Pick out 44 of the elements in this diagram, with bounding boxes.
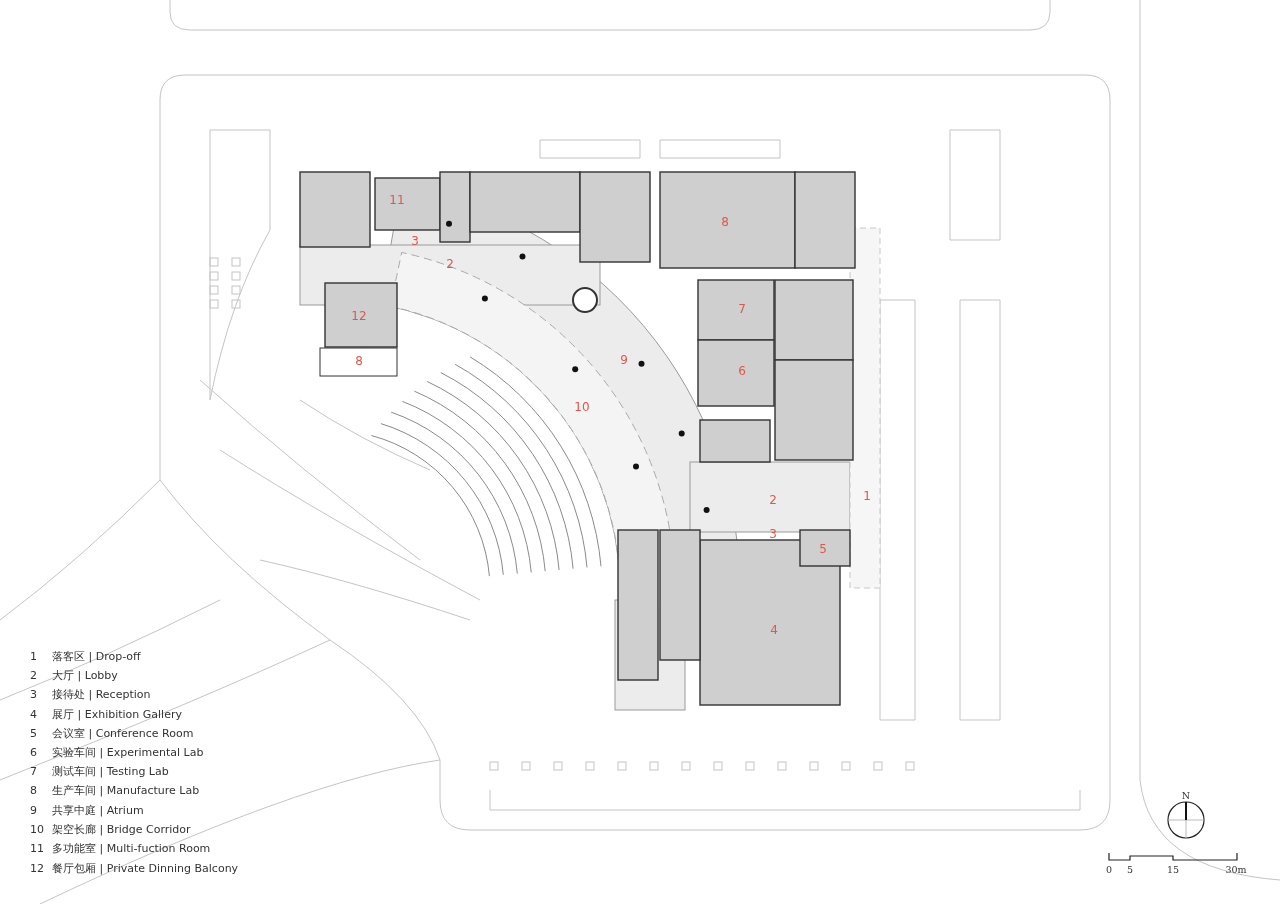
legend-text: 落客区 | Drop-off (52, 650, 141, 662)
legend-number: 11 (30, 842, 44, 854)
scale-label: 15 (1166, 865, 1180, 875)
room-number: 8 (355, 355, 363, 367)
legend-text: 实验车间 | Experimental Lab (52, 746, 204, 758)
legend-number: 5 (30, 727, 37, 739)
legend-text: 测试车间 | Testing Lab (52, 765, 169, 777)
room-number: 11 (389, 194, 405, 206)
room-number: 5 (819, 543, 827, 555)
room-number: 2 (446, 258, 454, 270)
legend-number: 4 (30, 708, 37, 720)
room-number: 3 (411, 235, 419, 247)
legend-text: 多功能室 | Multi-fuction Room (52, 842, 211, 854)
room-number: 1 (863, 490, 871, 502)
room-number: 2 (769, 494, 777, 506)
scale-label: 30m (1225, 865, 1247, 875)
legend-text: 大厅 | Lobby (52, 669, 118, 681)
room-number: 9 (620, 354, 628, 366)
legend-number: 2 (30, 669, 37, 681)
legend-text: 餐厅包厢 | Private Dinning Balcony (52, 862, 239, 874)
room-number: 12 (351, 310, 367, 322)
legend-number: 10 (30, 823, 44, 835)
room-number: 4 (770, 624, 778, 636)
room-number: 7 (738, 303, 746, 315)
legend-text: 会议室 | Conference Room (52, 727, 194, 739)
legend-text: 架空长廊 | Bridge Corridor (52, 823, 191, 835)
legend-number: 3 (30, 688, 37, 700)
legend-number: 8 (30, 784, 37, 796)
legend-text: 展厅 | Exhibition Gallery (52, 708, 182, 720)
north-label: N (1181, 791, 1191, 801)
room-number: 8 (721, 216, 729, 228)
legend-number: 6 (30, 746, 37, 758)
legend-text: 生产车间 | Manufacture Lab (52, 784, 200, 796)
scale-label: 5 (1127, 865, 1133, 875)
legend-number: 7 (30, 765, 37, 777)
room-number: 10 (574, 401, 590, 413)
legend-number: 9 (30, 804, 37, 816)
legend-number: 12 (30, 862, 44, 874)
room-number: 6 (738, 365, 746, 377)
scale-label: 0 (1106, 865, 1112, 875)
legend-text: 共享中庭 | Atrium (52, 804, 144, 816)
legend-text: 接待处 | Reception (52, 688, 151, 700)
legend-number: 1 (30, 650, 37, 662)
room-number: 3 (769, 528, 777, 540)
